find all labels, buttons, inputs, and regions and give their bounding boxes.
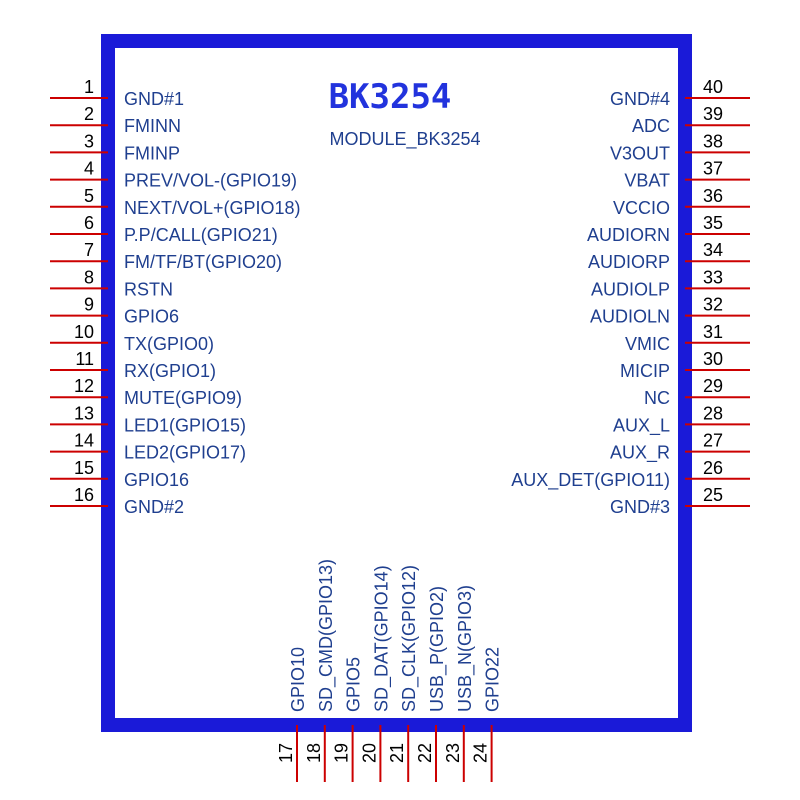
- bottom-pin-group: 17 GPIO10 18 SD_CMD(GPIO13) 19 GPIO5 20 SD_DAT(…: [276, 559, 503, 782]
- pin-number: 25: [703, 485, 723, 505]
- pin-number: 29: [703, 376, 723, 396]
- pin-label: AUX_R: [610, 443, 670, 464]
- pin-label: RX(GPIO1): [124, 361, 216, 381]
- pin-label: V3OUT: [610, 143, 670, 163]
- pin-number: 10: [74, 322, 94, 342]
- pin-label: AUDIORP: [588, 252, 670, 272]
- pin-label: ADC: [632, 116, 670, 136]
- module-body: [101, 34, 692, 732]
- pin-number: 12: [74, 376, 94, 396]
- pin-number: 27: [703, 431, 723, 451]
- pin-number: 34: [703, 240, 723, 260]
- pin-label: P.P/CALL(GPIO21): [124, 225, 278, 245]
- pin-label: GND#2: [124, 497, 184, 517]
- pin-label: FMINP: [124, 143, 180, 163]
- pin-label: FM/TF/BT(GPIO20): [124, 252, 282, 272]
- pin-label: SD_CMD(GPIO13): [316, 559, 337, 712]
- pin-label: SD_CLK(GPIO12): [399, 565, 420, 712]
- pin-number: 26: [703, 458, 723, 478]
- module-subtitle: MODULE_BK3254: [329, 129, 480, 150]
- pin-label: GPIO5: [344, 657, 364, 712]
- pin-number: 20: [359, 743, 379, 763]
- pin-label: GND#4: [610, 89, 670, 109]
- pin-number: 23: [443, 743, 463, 763]
- pin-label: AUX_DET(GPIO11): [511, 470, 670, 491]
- pin-number: 19: [332, 743, 352, 763]
- pin-label: VCCIO: [613, 198, 670, 218]
- pin-label: AUDIORN: [587, 225, 670, 245]
- pin-number: 16: [74, 485, 94, 505]
- pin-number: 22: [415, 743, 435, 763]
- pin-label: NC: [644, 388, 670, 408]
- pin-number: 2: [84, 104, 94, 124]
- pin-number: 14: [74, 431, 94, 451]
- pin-label: GPIO10: [288, 647, 308, 712]
- pin-number: 8: [84, 267, 94, 287]
- pin-number: 3: [84, 131, 94, 151]
- pin-label: GND#3: [610, 497, 670, 517]
- pin-number: 6: [84, 213, 94, 233]
- pin-number: 15: [74, 458, 94, 478]
- pin-number: 7: [84, 240, 94, 260]
- pin-label: VBAT: [624, 171, 670, 191]
- pin-number: 31: [703, 322, 723, 342]
- pin-number: 1: [84, 77, 94, 97]
- pin-number: 35: [703, 213, 723, 233]
- pin-number: 9: [84, 295, 94, 315]
- pin-number: 13: [74, 403, 94, 423]
- pin-number: 40: [703, 77, 723, 97]
- pin-number: 32: [703, 295, 723, 315]
- pin-label: MICIP: [620, 361, 670, 381]
- pin-number: 4: [84, 159, 94, 179]
- pin-label: LED1(GPIO15): [124, 415, 246, 435]
- pin-label: FMINN: [124, 116, 181, 136]
- module-title: BK3254: [329, 77, 452, 117]
- pin-number: 30: [703, 349, 723, 369]
- pin-label: AUDIOLN: [590, 307, 670, 327]
- pin-label: TX(GPIO0): [124, 334, 214, 354]
- pin-number: 28: [703, 403, 723, 423]
- pin-label: GND#1: [124, 89, 184, 109]
- pin-label: GPIO6: [124, 307, 179, 327]
- pin-label: MUTE(GPIO9): [124, 388, 242, 408]
- pin-label: USB_P(GPIO2): [427, 586, 448, 712]
- pin-number: 24: [471, 743, 491, 763]
- pin-label: PREV/VOL-(GPIO19): [124, 171, 297, 191]
- pin-label: USB_N(GPIO3): [455, 585, 476, 712]
- pin-number: 38: [703, 131, 723, 151]
- pin-number: 36: [703, 186, 723, 206]
- pin-number: 17: [276, 743, 296, 763]
- pin-number: 21: [387, 743, 407, 763]
- pin-label: LED2(GPIO17): [124, 443, 246, 463]
- pin-label: NEXT/VOL+(GPIO18): [124, 198, 301, 218]
- pin-number: 18: [304, 743, 324, 763]
- pin-number: 37: [703, 159, 723, 179]
- pin-number: 39: [703, 104, 723, 124]
- pin-label: AUX_L: [613, 415, 670, 436]
- pin-label: SD_DAT(GPIO14): [371, 565, 392, 712]
- pin-label: GPIO16: [124, 470, 189, 490]
- pin-label: AUDIOLP: [591, 279, 670, 299]
- pin-label: GPIO22: [483, 647, 503, 712]
- pin-label: VMIC: [625, 334, 670, 354]
- pin-number: 33: [703, 267, 723, 287]
- pin-number: 11: [75, 349, 94, 369]
- pin-number: 5: [84, 186, 94, 206]
- pin-label: RSTN: [124, 279, 173, 299]
